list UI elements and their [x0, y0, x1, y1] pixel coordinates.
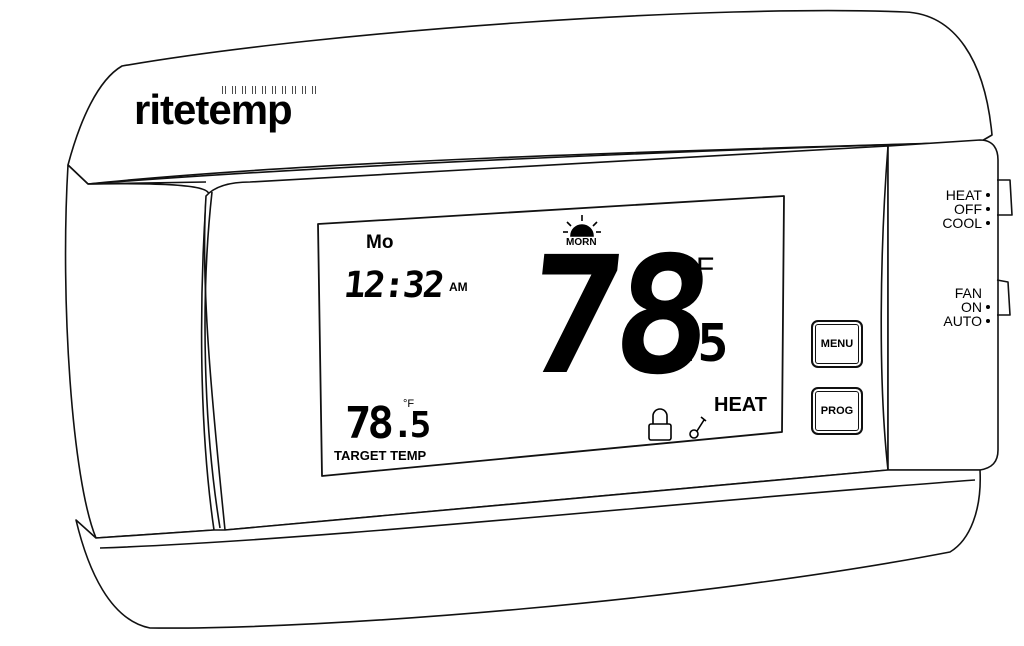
mode-status: HEAT — [714, 394, 767, 416]
dot-icon — [986, 193, 990, 197]
left-panel — [64, 164, 215, 539]
bottom-cover — [75, 469, 981, 629]
fan-mode-switch[interactable]: FAN ON AUTO — [920, 286, 990, 328]
time-display: 12:32 — [341, 265, 445, 306]
time-period: AM — [449, 280, 468, 294]
system-mode-switch[interactable]: HEAT OFF COOL — [920, 188, 990, 230]
fan-option-on: ON — [961, 299, 982, 315]
current-temp-decimal: .5 — [672, 314, 729, 374]
sunrise-icon — [563, 215, 601, 237]
service-icon — [689, 416, 707, 439]
lock-icon — [648, 408, 672, 441]
target-temp-decimal: .5 — [392, 405, 431, 446]
target-temp: 78 — [345, 398, 394, 449]
logo-dots — [222, 86, 322, 94]
system-option-off: OFF — [954, 201, 982, 217]
period-label: MORN — [566, 237, 597, 248]
lcd-window — [317, 195, 785, 477]
top-cover — [67, 9, 993, 185]
right-panel — [887, 139, 999, 471]
system-option-heat: HEAT — [945, 187, 982, 203]
menu-button[interactable]: MENU — [811, 320, 863, 368]
fan-option-auto: AUTO — [943, 313, 982, 329]
system-option-cool: COOL — [942, 215, 982, 231]
fan-title: FAN — [954, 285, 982, 301]
target-temp-unit: °F — [403, 398, 415, 410]
dot-icon — [986, 221, 990, 225]
dot-icon — [986, 207, 990, 211]
current-temp-unit: °F — [684, 252, 715, 285]
prog-button[interactable]: PROG — [811, 387, 863, 435]
dot-icon — [986, 319, 990, 323]
day-label: Mo — [366, 232, 394, 253]
dot-icon — [986, 305, 990, 309]
target-temp-label: TARGET TEMP — [334, 448, 427, 463]
